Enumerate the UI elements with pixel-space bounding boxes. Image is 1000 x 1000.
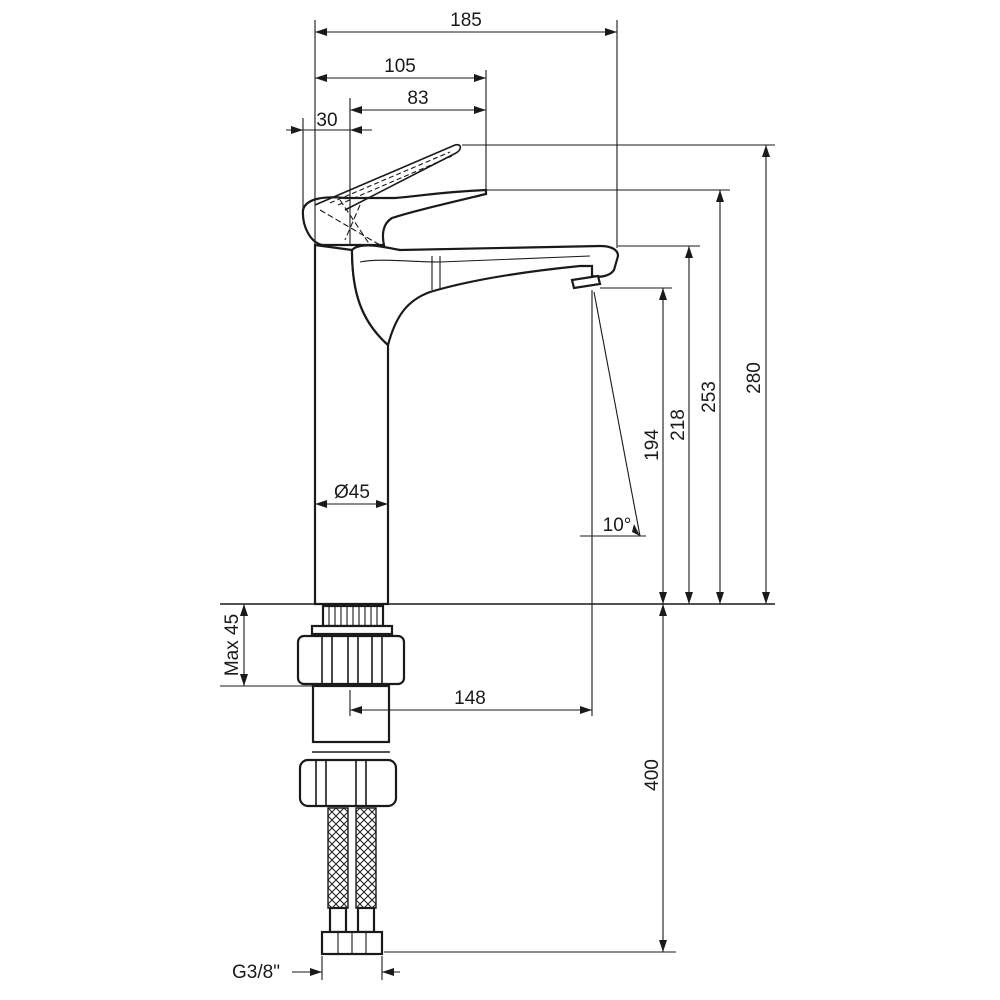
faucet-body (301, 143, 620, 606)
label-105: 105 (384, 56, 416, 77)
dimension-labels: 185 105 83 30 280 253 218 194 400 Ø45 10… (222, 10, 765, 983)
label-thread: G3/8" (232, 962, 280, 983)
label-30: 30 (316, 110, 337, 131)
collar-flutes (315, 760, 367, 806)
dimension-lines (220, 20, 775, 980)
label-400: 400 (642, 759, 663, 791)
label-83: 83 (407, 88, 428, 109)
washer (310, 624, 394, 636)
aerator (570, 274, 602, 290)
dimension-arrows (240, 28, 770, 976)
shank (311, 684, 391, 744)
label-diameter-45: Ø45 (334, 482, 370, 503)
hose-right (355, 807, 377, 909)
label-194: 194 (642, 429, 663, 461)
handle-lever-raised (314, 143, 462, 211)
fixing-nut (296, 634, 406, 686)
label-10-degree: 10° (603, 515, 632, 536)
hoses (320, 807, 384, 956)
hose-fitting-left (328, 906, 348, 934)
stud-threads (328, 606, 378, 626)
hose-fitting-right (356, 906, 376, 934)
mounting-assembly (296, 604, 406, 808)
hose-nut-flats (337, 932, 367, 954)
handle-hidden-lines (319, 199, 381, 246)
label-max-45: Max 45 (222, 614, 243, 676)
label-185: 185 (450, 10, 482, 31)
label-280: 280 (744, 362, 765, 394)
hose-left (327, 807, 349, 909)
lever-hatch (329, 151, 453, 206)
hose-collar (298, 758, 398, 808)
spray-angled (593, 291, 641, 537)
label-218: 218 (668, 409, 689, 441)
nut-flutes (321, 636, 383, 684)
label-148: 148 (454, 688, 486, 709)
faucet-spout (350, 244, 620, 348)
label-253: 253 (699, 381, 720, 413)
